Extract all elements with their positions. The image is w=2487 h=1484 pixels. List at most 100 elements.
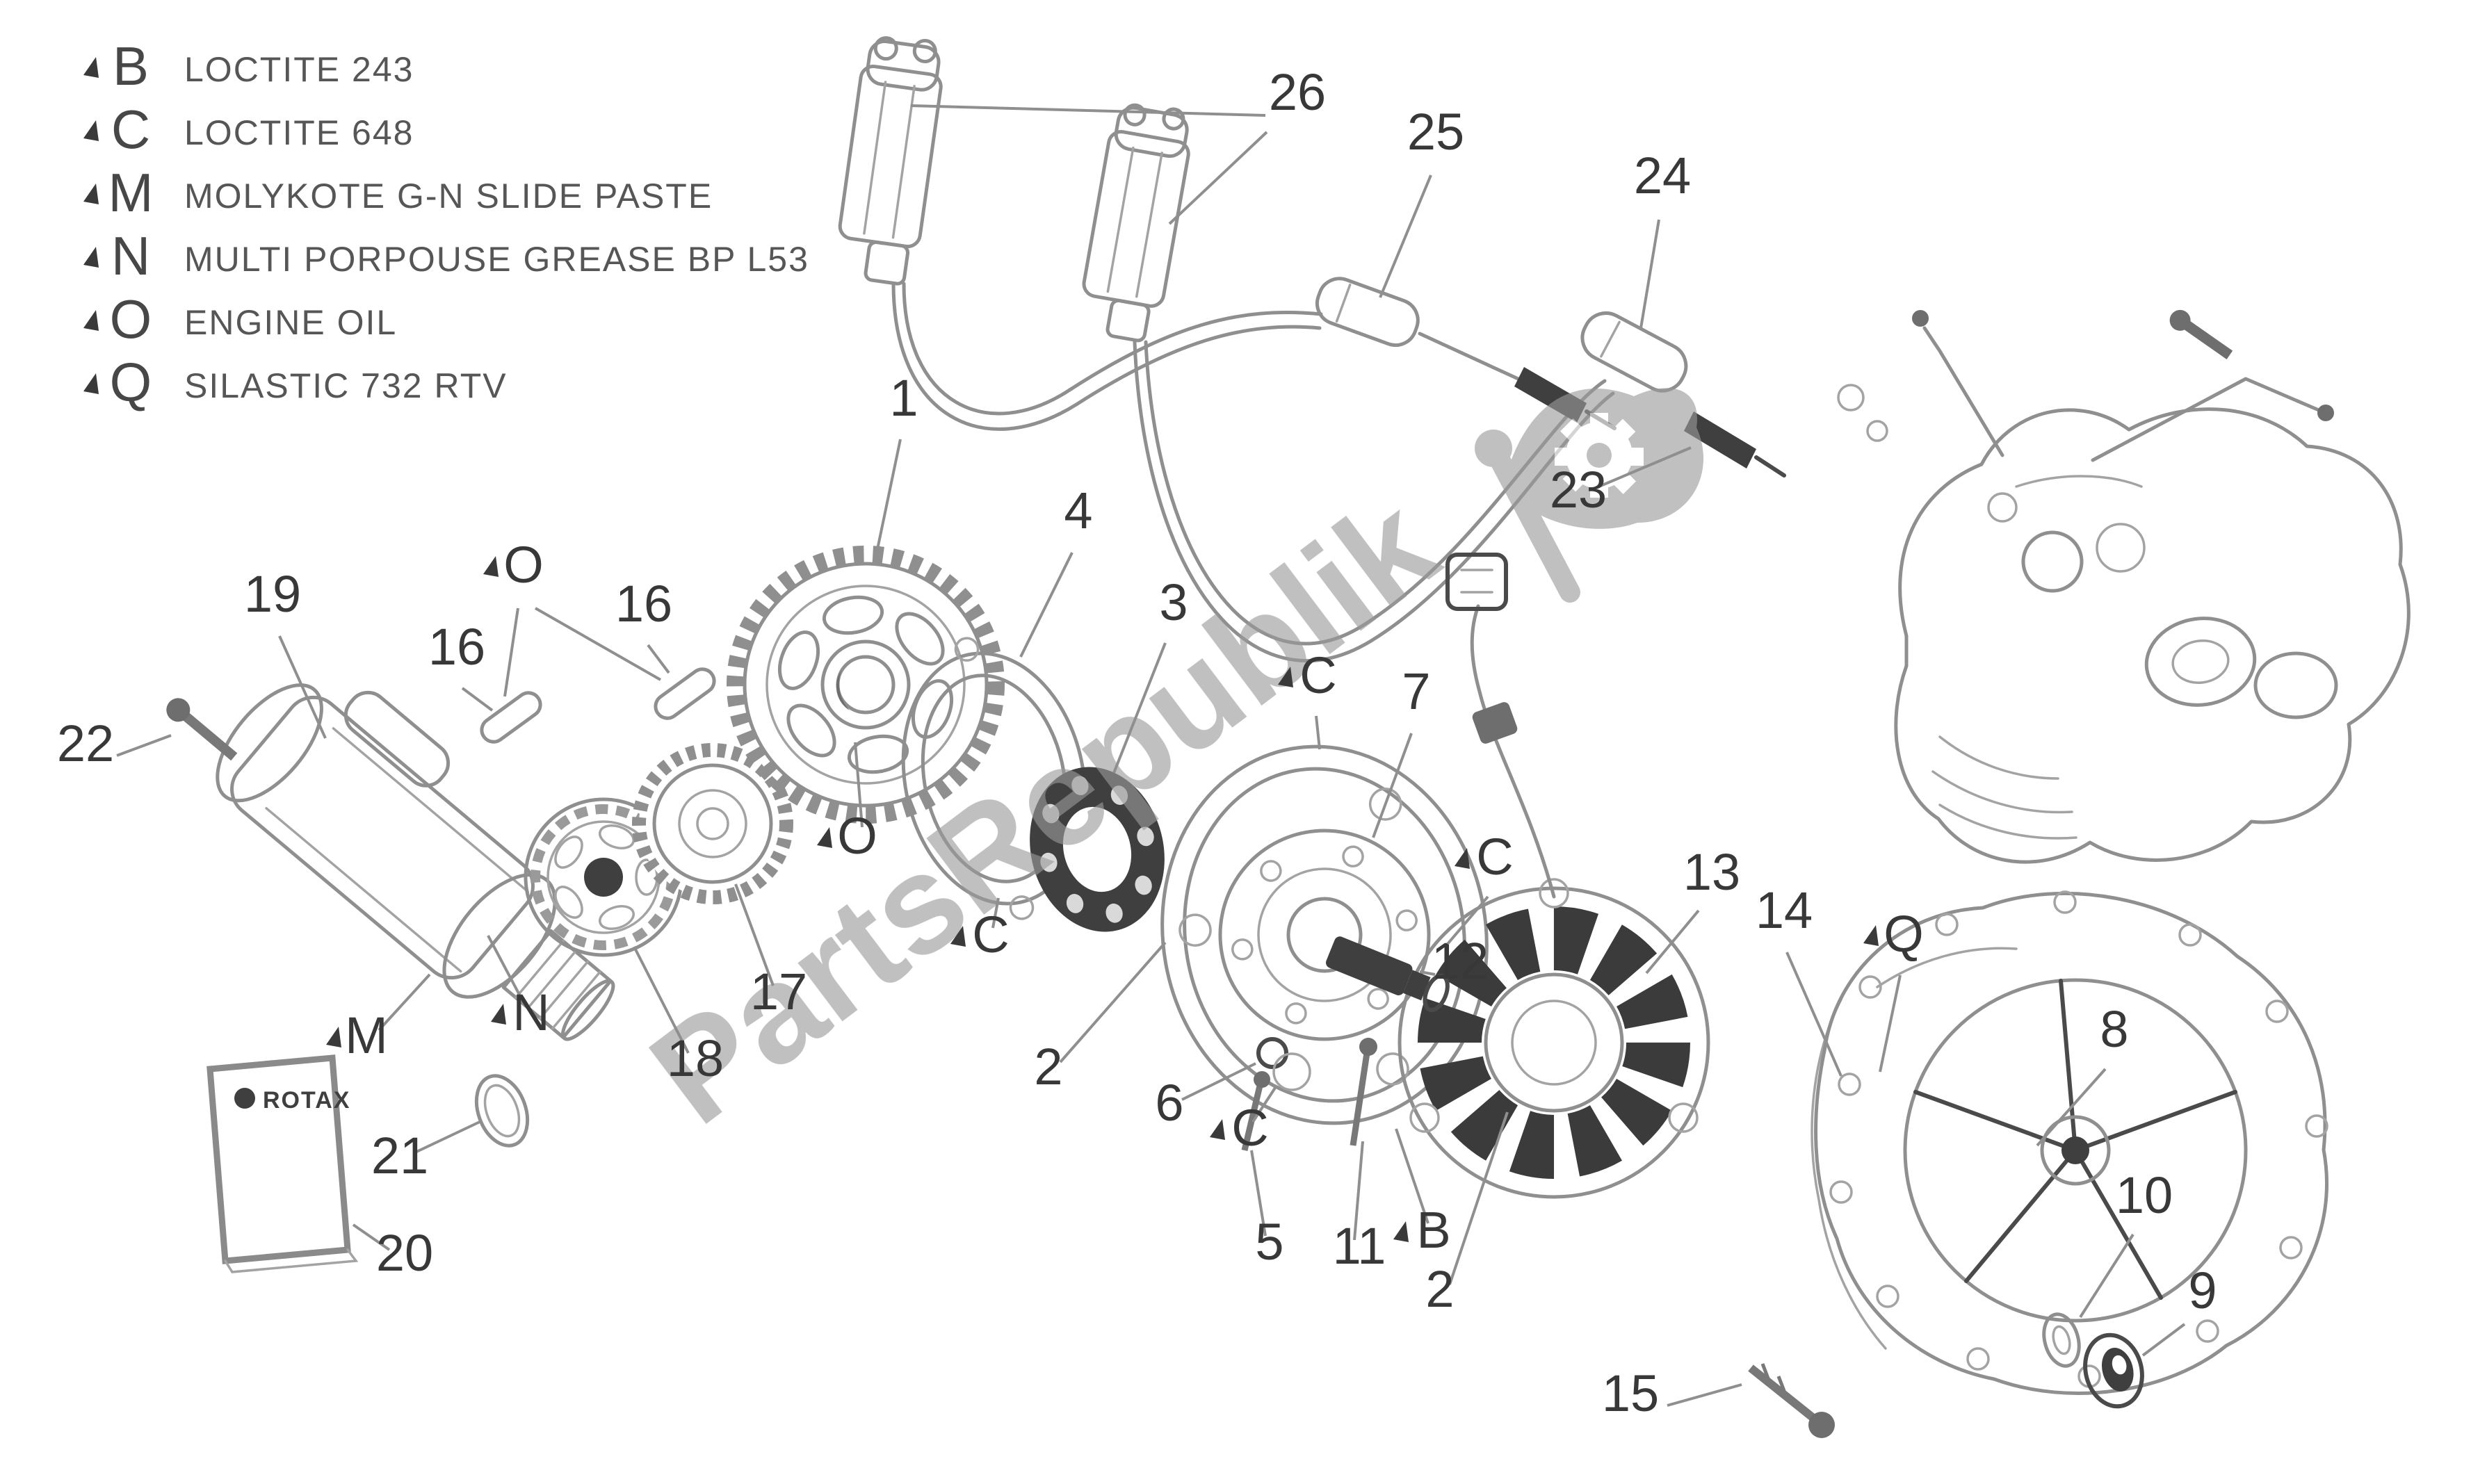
leader-line xyxy=(278,635,327,739)
legend-label-C: LOCTITE 648 xyxy=(184,113,414,152)
legend-marker xyxy=(83,120,99,141)
stator-connector xyxy=(1445,553,1508,611)
callout-22: 22 xyxy=(57,715,114,772)
callout-3: 3 xyxy=(1159,573,1188,631)
legend-marker xyxy=(83,184,99,204)
spark-plug-cap-1 xyxy=(1315,277,1420,348)
clutch-cover-8 xyxy=(1814,890,2328,1395)
leader-line xyxy=(461,687,494,712)
leader-line xyxy=(1019,552,1074,658)
callout-24: 24 xyxy=(1634,147,1691,204)
callout-10: 10 xyxy=(2116,1166,2173,1224)
legend-code-N: N xyxy=(111,225,150,286)
washer-10 xyxy=(2042,1312,2081,1368)
dowel-pin-1 xyxy=(480,691,542,744)
bearing-3 xyxy=(1030,767,1165,932)
screw-11 xyxy=(1350,1038,1377,1146)
callout-16: 16 xyxy=(615,575,672,633)
leader-line xyxy=(1372,733,1413,838)
leader-line xyxy=(910,104,1266,117)
leader-line xyxy=(116,734,172,757)
legend-marker xyxy=(83,247,99,268)
leader-line xyxy=(1639,219,1660,329)
flywheel-rotor-2 xyxy=(1160,744,1489,1125)
gear-icon xyxy=(1555,413,1644,498)
callout-C: C xyxy=(972,906,1009,963)
spark-plug-cap-2 xyxy=(1580,311,1688,393)
legend-label-B: LOCTITE 243 xyxy=(184,50,414,89)
leader-line xyxy=(352,1223,391,1251)
watermark-logo xyxy=(1475,388,1704,603)
leader-line xyxy=(1251,1084,1278,1123)
leader-line xyxy=(1181,1062,1256,1101)
callout-4: 4 xyxy=(1064,482,1092,539)
legend-code-O: O xyxy=(110,288,152,350)
harness-wire-left xyxy=(1922,326,2004,457)
callout-15: 15 xyxy=(1602,1364,1659,1422)
leader-line xyxy=(1419,970,1436,976)
callout-2: 2 xyxy=(1425,1260,1454,1318)
callout-C: C xyxy=(1299,646,1336,704)
callout-C: C xyxy=(1231,1099,1268,1157)
callout-B: B xyxy=(1416,1201,1450,1259)
gasket-ring-4 xyxy=(901,637,1087,920)
callout-O: O xyxy=(837,807,877,865)
leader-line xyxy=(1112,642,1167,774)
callout-20: 20 xyxy=(376,1224,433,1282)
leader-line xyxy=(876,439,902,550)
callout-6: 6 xyxy=(1155,1074,1183,1132)
callout-2: 2 xyxy=(1034,1038,1062,1095)
dowel-pin-2 xyxy=(654,667,716,720)
leader-line xyxy=(991,897,1000,929)
legend-marker xyxy=(83,310,99,331)
legend-marker xyxy=(83,57,99,78)
legend-label-M: MOLYKOTE G-N SLIDE PASTE xyxy=(184,177,713,215)
legend-label-N: MULTI PORPOUSE GREASE BP L53 xyxy=(184,240,809,279)
legend-code-C: C xyxy=(111,99,150,160)
leader-line xyxy=(2141,1323,2186,1357)
bolt-6 xyxy=(1256,1037,1311,1091)
rotor-bolt-12 xyxy=(1326,936,1450,1013)
callout-Q: Q xyxy=(1884,905,1924,963)
callout-7: 7 xyxy=(1402,662,1430,720)
callout-C: C xyxy=(1476,828,1513,886)
callout-marker xyxy=(483,556,499,577)
leader-line xyxy=(414,1120,480,1154)
callout-11: 11 xyxy=(1333,1217,1386,1275)
main-gear-1 xyxy=(727,546,1005,824)
manual-booklet-20: ROTAX xyxy=(206,1054,359,1273)
callout-26: 26 xyxy=(1269,63,1326,121)
leader-line xyxy=(633,946,690,1054)
callout-19: 19 xyxy=(244,565,301,623)
head-screw xyxy=(2169,309,2233,359)
leader-line xyxy=(487,935,527,1007)
cap-9 xyxy=(2083,1332,2144,1409)
leader-line xyxy=(1667,1383,1742,1407)
booklet-brand: ROTAX xyxy=(263,1087,350,1114)
screw-5 xyxy=(1241,1071,1270,1152)
legend-label-Q: SILASTIC 732 RTV xyxy=(184,366,508,405)
leader-line xyxy=(734,883,775,986)
leader-line xyxy=(1448,1111,1509,1285)
leader-line xyxy=(1379,174,1432,298)
callout-23: 23 xyxy=(1550,461,1607,519)
callout-25: 25 xyxy=(1407,103,1464,161)
leader-line xyxy=(535,607,661,681)
harness-wire-right xyxy=(2091,377,2321,462)
starter-bolt xyxy=(166,698,238,761)
callout-9: 9 xyxy=(2188,1262,2217,1319)
callout-marker xyxy=(1455,848,1470,869)
legend-label-O: ENGINE OIL xyxy=(184,303,397,342)
legend-code-Q: Q xyxy=(110,352,152,413)
callout-marker xyxy=(950,926,966,947)
leader-line xyxy=(1250,1150,1267,1237)
callout-marker xyxy=(1863,925,1879,946)
leader-line xyxy=(2079,1233,2134,1319)
leader-line xyxy=(503,608,519,697)
callout-12: 12 xyxy=(1432,932,1489,990)
ignition-coil-2 xyxy=(1082,103,1190,343)
starter-motor xyxy=(216,683,615,1041)
